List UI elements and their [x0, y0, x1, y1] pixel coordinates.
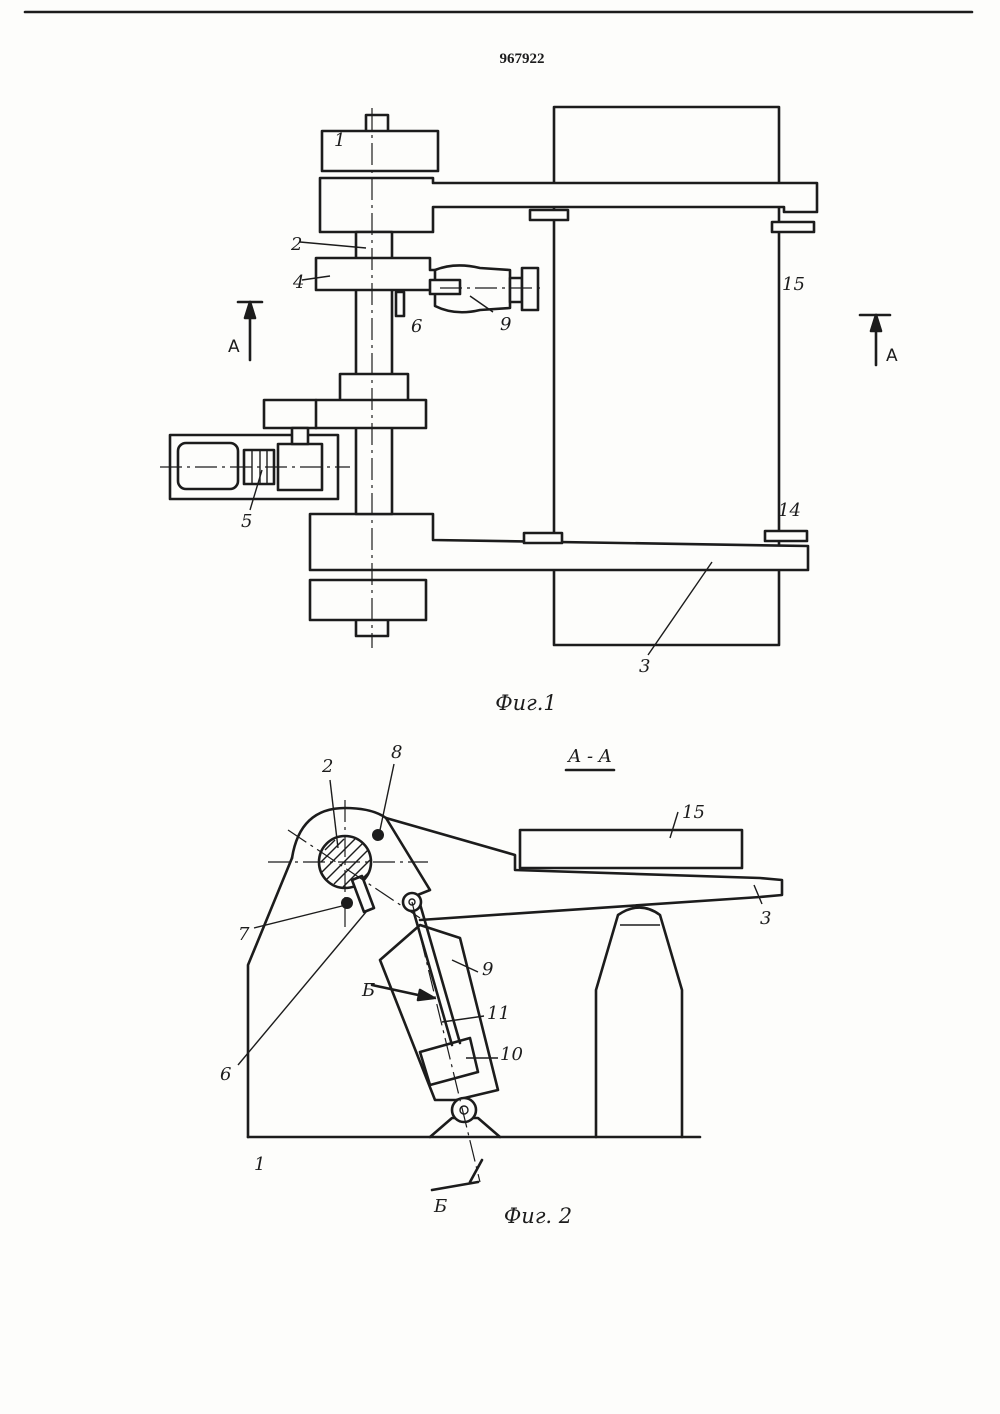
part-6-pin-section — [350, 874, 376, 914]
label-14: 14 — [778, 500, 801, 521]
label-15-fig2: 15 — [682, 802, 705, 823]
part-15-plate — [552, 105, 781, 647]
cut-marker-b-lower: Б — [433, 1196, 447, 1217]
part-8-pivot — [372, 829, 384, 841]
part-14-roller — [763, 529, 809, 543]
leader-3-fig2 — [753, 884, 763, 905]
cut-b-upper-arrowhead — [416, 988, 436, 1002]
part-1-frame — [246, 856, 294, 1139]
part-8-housing-and-arm — [290, 806, 784, 922]
part-6-pin — [394, 290, 406, 318]
section-a-right-arrow — [869, 313, 883, 333]
part-3-lower-arm — [308, 512, 810, 572]
figure-1-caption: Фиг.1 — [495, 691, 557, 715]
support-post — [594, 906, 684, 1139]
cylinder-base-pivot — [450, 1096, 478, 1124]
part-10-piston — [418, 1036, 480, 1087]
leader-4 — [301, 275, 331, 281]
leader-7 — [253, 905, 343, 929]
cut-b-lower-arrow-line — [430, 1180, 480, 1192]
lever-link — [384, 816, 432, 902]
section-marker-a-right: A — [886, 346, 898, 366]
reducer-shaft — [290, 426, 310, 446]
figure-1: A A 1 2 4 6 9 15 5 14 3 Фиг.1 — [160, 105, 898, 715]
rod-clevis-pin — [408, 898, 416, 906]
leader-9 — [469, 295, 494, 313]
gear-wheel — [262, 398, 428, 430]
leader-3 — [647, 561, 713, 656]
label-6: 6 — [411, 316, 422, 337]
leader-6-fig2 — [237, 911, 367, 1066]
roller-top-right — [770, 220, 816, 234]
roller-bottom-left — [522, 531, 564, 545]
part-15-plate-section — [518, 828, 744, 870]
section-a-left-arrow — [243, 300, 257, 320]
cylinder-axis — [411, 901, 481, 1183]
label-2: 2 — [290, 234, 302, 255]
figure-2: A - A — [220, 742, 784, 1228]
leader-9-fig2 — [451, 959, 479, 973]
cut-b-lower-tick — [468, 1158, 484, 1184]
label-11: 11 — [487, 1003, 510, 1024]
cut-marker-b-upper: Б — [361, 980, 375, 1001]
label-1-fig2: 1 — [254, 1154, 265, 1175]
leader-2-fig2 — [329, 779, 339, 849]
leader-8 — [379, 763, 395, 831]
leader-11 — [441, 1015, 485, 1023]
label-9: 9 — [500, 314, 511, 335]
label-3: 3 — [639, 656, 650, 677]
cylinder-axis-upper — [287, 829, 421, 919]
section-marker-a-left: A — [228, 337, 240, 357]
label-3-fig2: 3 — [760, 908, 771, 929]
label-15: 15 — [782, 274, 805, 295]
label-10: 10 — [500, 1044, 523, 1065]
label-8: 8 — [391, 742, 402, 763]
part-1-wheel-top — [320, 129, 440, 173]
upper-arm — [318, 176, 819, 234]
label-4: 4 — [292, 272, 304, 293]
patent-number: 967922 — [500, 51, 545, 67]
part-4-lever — [314, 256, 448, 292]
shaft-hatching — [320, 838, 371, 888]
wheel-bottom — [308, 578, 428, 622]
figure-2-caption: Фиг. 2 — [504, 1204, 572, 1228]
label-5: 5 — [241, 511, 252, 532]
part-9-cylinder — [433, 264, 512, 314]
cylinder-clevis — [520, 266, 540, 312]
label-2-fig2: 2 — [321, 756, 333, 777]
label-7: 7 — [238, 924, 250, 945]
part-7-pivot — [341, 897, 353, 909]
label-1: 1 — [334, 130, 345, 151]
leader-5 — [249, 469, 263, 511]
cylinder-rod-end — [508, 276, 524, 304]
motor — [176, 441, 240, 491]
label-6-fig2: 6 — [220, 1064, 231, 1085]
leader-15-fig2 — [669, 811, 679, 839]
roller-top-left — [528, 208, 570, 222]
leader-2 — [299, 241, 367, 249]
cylinder-pin — [428, 278, 462, 296]
section-title: A - A — [566, 746, 612, 767]
label-9-fig2: 9 — [482, 959, 493, 980]
